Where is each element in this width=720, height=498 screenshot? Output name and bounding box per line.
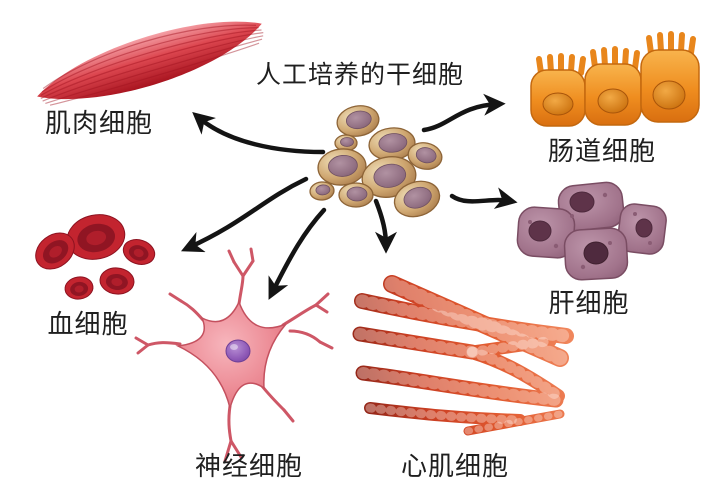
label-muscle-cell: 肌肉细胞 xyxy=(44,109,154,138)
red-blood-cell xyxy=(99,267,135,295)
differentiation-arrows xyxy=(180,93,518,300)
stem-cell-cluster-illustration xyxy=(309,105,443,218)
arrow-to-blood-cell xyxy=(180,176,309,253)
stem-cell xyxy=(309,181,335,201)
red-blood-cell xyxy=(66,214,126,260)
diagram-title: 人工培养的干细胞 xyxy=(255,62,465,89)
arrow-to-liver-cell xyxy=(449,187,518,209)
red-blood-cell xyxy=(122,239,156,265)
cardiac-muscle-illustration xyxy=(352,275,574,436)
blood-cells-illustration xyxy=(35,214,156,300)
label-blood-cell: 血细胞 xyxy=(47,310,129,339)
stem-cell xyxy=(338,182,374,208)
arrow-to-muscle-cell xyxy=(192,111,326,155)
arrow-to-cardiac-cell xyxy=(373,198,397,254)
stem-cell xyxy=(407,142,443,170)
stem-cell xyxy=(336,105,380,137)
label-liver-cell: 肝细胞 xyxy=(548,289,630,318)
arrow-to-intestinal-cell xyxy=(421,93,506,133)
arrow-to-neuron xyxy=(268,207,327,300)
liver-cells-illustration xyxy=(516,181,667,281)
stem-cell xyxy=(393,180,441,218)
stem-cell xyxy=(317,148,367,186)
red-blood-cell xyxy=(35,232,75,270)
intestinal-cells-illustration xyxy=(530,31,700,127)
label-cardiac-cell: 心肌细胞 xyxy=(400,452,510,481)
red-blood-cell xyxy=(64,276,94,300)
neuron-illustration xyxy=(134,247,334,463)
label-neuron: 神经细胞 xyxy=(194,452,304,481)
muscle-cell-illustration xyxy=(37,21,264,106)
stem-cell xyxy=(368,127,416,161)
stem-cell xyxy=(334,134,358,152)
label-intestinal-cell: 肠道细胞 xyxy=(547,137,657,166)
